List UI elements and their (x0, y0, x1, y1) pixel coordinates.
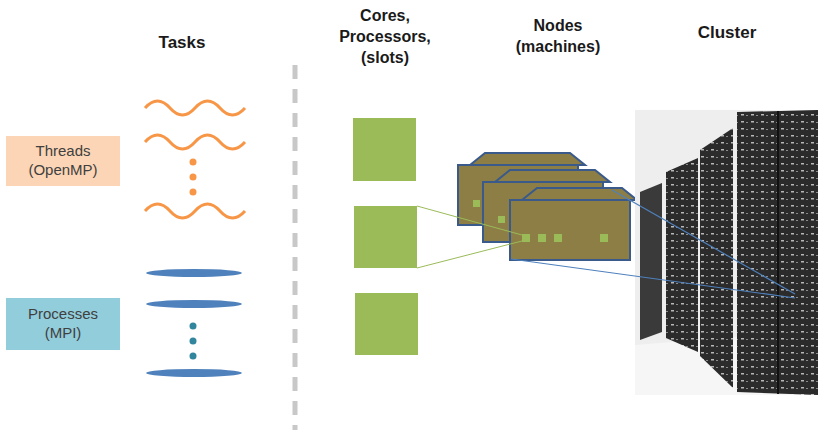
dot (190, 189, 197, 196)
dot (190, 353, 197, 360)
machine-top (470, 153, 585, 165)
leader-line (612, 190, 795, 294)
photo-ground (635, 110, 818, 395)
rack-edge (777, 111, 779, 394)
rack (640, 183, 662, 340)
dot (190, 323, 197, 330)
dot (190, 338, 197, 345)
leader-line (511, 259, 795, 298)
column-heading: Cores, Processors, (slots) (331, 6, 439, 68)
process-ellipse (146, 300, 242, 308)
process-ellipse (146, 269, 242, 277)
core-dot (473, 200, 480, 207)
box-text: Threads (OpenMP) (18, 142, 108, 180)
core-square (353, 118, 416, 181)
core-squares (353, 118, 418, 355)
machine (510, 188, 637, 260)
thread-wave (145, 204, 245, 218)
cluster-photo (635, 110, 818, 395)
rack (700, 128, 733, 388)
machines (458, 153, 637, 260)
core-leaders (417, 206, 522, 268)
core-dot (522, 234, 530, 242)
leader-line (417, 241, 522, 268)
thread-wave (145, 101, 245, 115)
cluster-leaders (511, 190, 795, 298)
divider-line (293, 65, 298, 430)
thread-waves (145, 101, 245, 218)
machine-cores (473, 200, 608, 242)
machine-top (495, 170, 610, 182)
core-dot (538, 234, 546, 242)
rack (666, 158, 698, 352)
column-heading: Nodes (machines) (504, 16, 612, 58)
process-ellipse (146, 369, 242, 377)
thread-wave (145, 135, 245, 149)
leader-line (417, 206, 522, 235)
core-square (355, 293, 418, 355)
machine-front (510, 200, 630, 260)
core-dot (498, 216, 505, 223)
column-heading: Cluster (672, 22, 782, 44)
dot (190, 159, 197, 166)
process-ellipses (146, 269, 242, 377)
thread-box: Threads (OpenMP) (6, 136, 120, 186)
core-square (354, 206, 417, 268)
dot (190, 174, 197, 181)
core-dot (554, 234, 562, 242)
thread-dots (190, 159, 197, 196)
column-heading: Tasks (127, 32, 237, 54)
rack (737, 110, 818, 395)
box-text: Processes (MPI) (18, 305, 108, 343)
process-box: Processes (MPI) (6, 298, 120, 350)
core-dot (600, 234, 608, 242)
